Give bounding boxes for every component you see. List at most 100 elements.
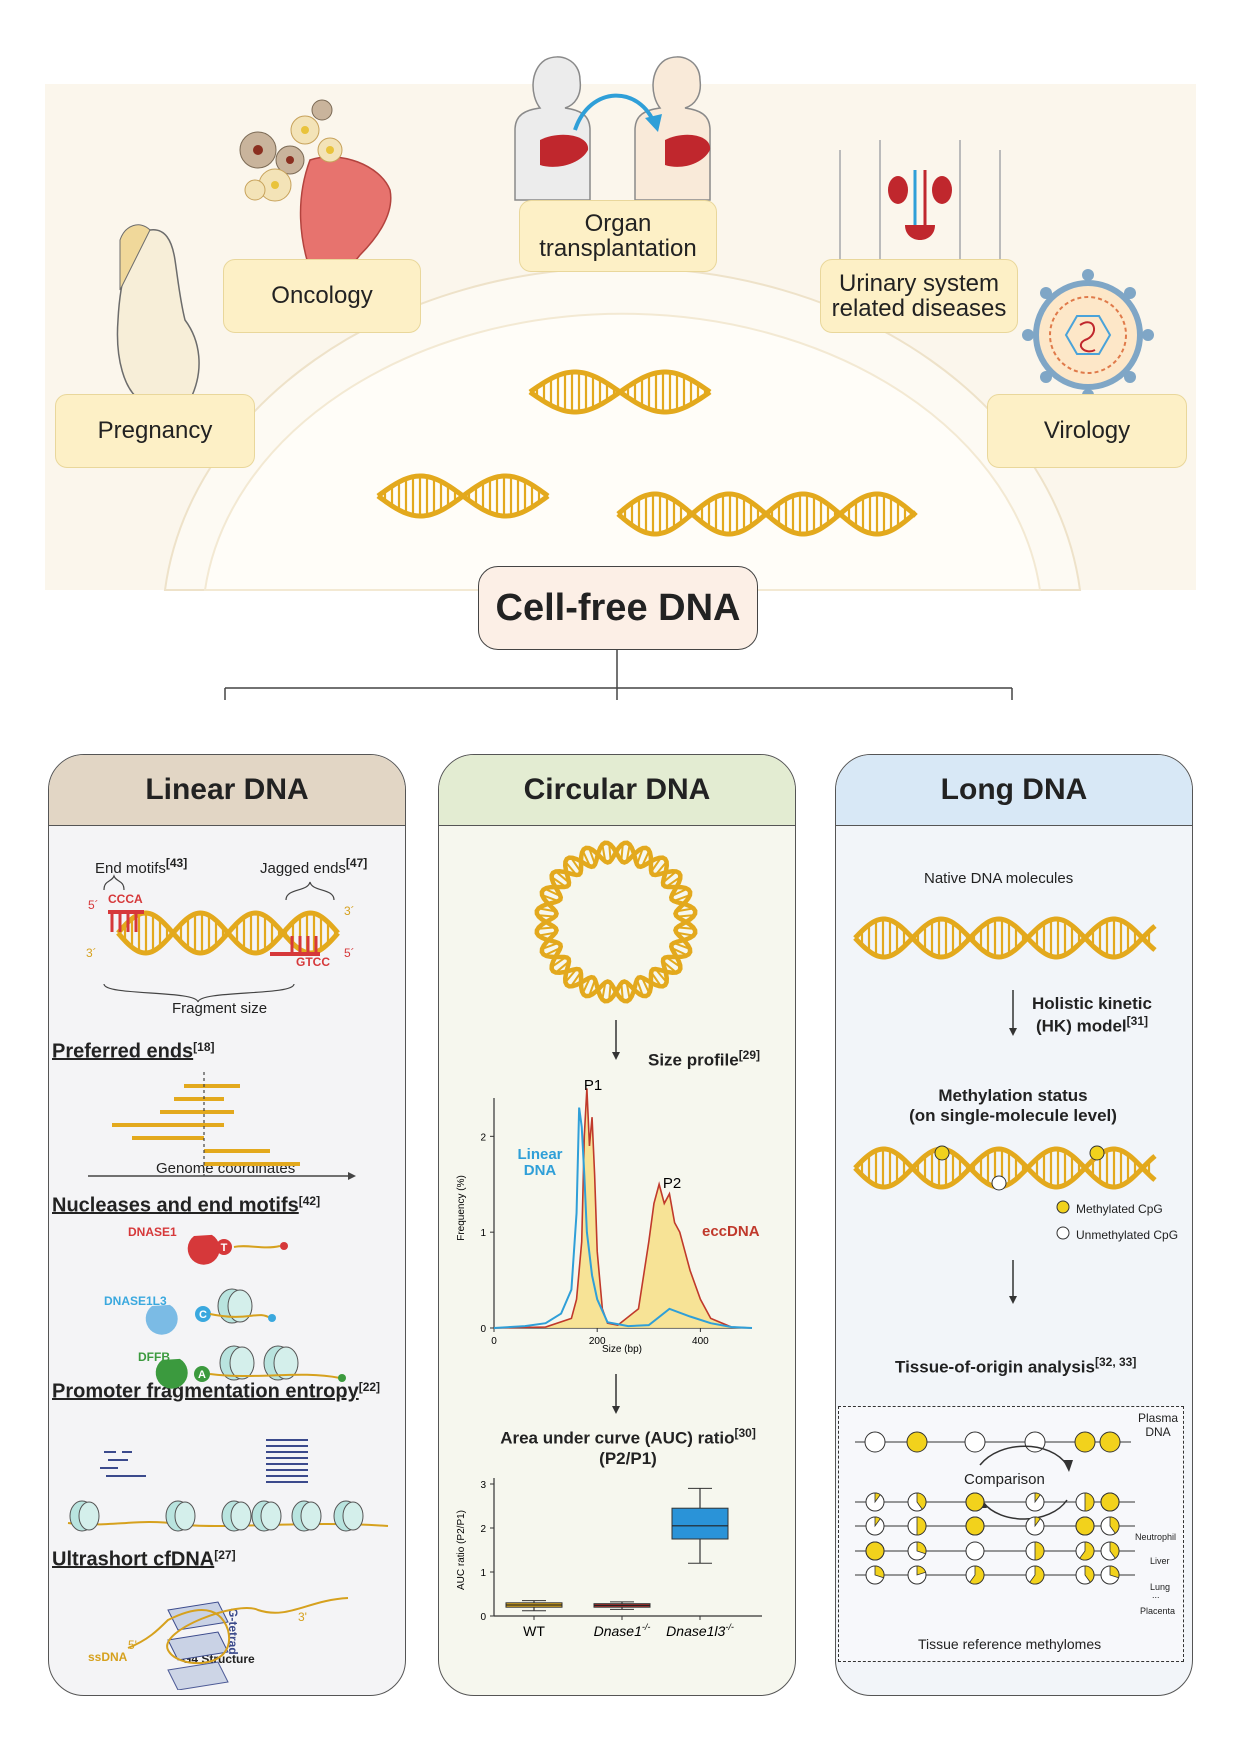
tissue-neutrophil: Neutrophil — [1135, 1532, 1177, 1542]
category-label: Organ transplantation — [539, 209, 697, 262]
dna-helix-3 — [616, 491, 918, 537]
linear-panel-graphics: T C A — [67, 874, 389, 1690]
box-ylabel: AUC ratio (P2/P1) — [456, 1510, 467, 1590]
eccdna-line — [493, 1088, 753, 1329]
ultrashort-heading: Ultrashort cfDNA[27] — [52, 1548, 236, 1571]
size-xlabel: Size (bp) — [602, 1344, 642, 1355]
eccdna-fill — [494, 1088, 752, 1328]
three-prime-label: 3´ — [344, 904, 355, 918]
methylation-glyph — [965, 1541, 985, 1561]
top-illustration — [116, 56, 1154, 700]
x-tick-label: 200 — [589, 1336, 606, 1347]
base-t-icon — [216, 1239, 232, 1255]
unmethylated-cpg-marker — [991, 1175, 1007, 1191]
dna-helix-2 — [376, 473, 550, 519]
category-virology: Virology — [987, 394, 1187, 468]
red-end-top — [108, 910, 144, 932]
category-label: Pregnancy — [97, 417, 213, 445]
y-tick-label: 1 — [480, 1228, 486, 1239]
unmethylated-legend-label: Unmethylated CpG — [1076, 1228, 1179, 1242]
base-c-icon — [195, 1306, 211, 1322]
tissue-ellipsis: ... — [1152, 1590, 1160, 1600]
comparison-label: Comparison — [964, 1471, 1045, 1488]
end-motif-brace — [103, 874, 125, 891]
peak-p2-label: P2 — [663, 1175, 681, 1192]
native-dna-helix — [853, 916, 1157, 960]
long-dna-header: Long DNA — [836, 755, 1192, 826]
methylated-legend-label: Methylated CpG — [1076, 1202, 1163, 1216]
motif-gtcc: GTCC — [296, 955, 330, 969]
dna-helix-1 — [528, 369, 712, 415]
x-tick-label: 0 — [491, 1336, 497, 1347]
category-pregnancy: Pregnancy — [55, 394, 255, 468]
y-tick-label: 0 — [480, 1324, 486, 1335]
category-label: Urinary system related diseases — [831, 269, 1007, 322]
box-axes — [493, 1478, 762, 1617]
dnase1-pacman-icon — [187, 1234, 220, 1265]
oncology-cells-icon — [239, 99, 392, 276]
category-oncology: Oncology — [223, 259, 421, 333]
methylated-cpg-marker — [1089, 1145, 1105, 1161]
tissue-lung: Lung — [1150, 1582, 1171, 1592]
base-a-icon — [194, 1366, 210, 1382]
y-tick-label: 0 — [480, 1612, 486, 1623]
nucleosome-icon — [263, 1345, 299, 1381]
hk-model-label: Holistic kinetic (HK) model[31] — [1032, 994, 1152, 1036]
g4-structure-icon — [127, 1597, 349, 1690]
base-c-label: C — [199, 1309, 207, 1321]
category-urinary: Urinary system related diseases — [820, 259, 1018, 333]
y-tick-label: 2 — [480, 1524, 486, 1535]
tissue-reference-label: Tissue reference methylomes — [918, 1636, 1102, 1652]
size-ylabel: Frequency (%) — [456, 1175, 467, 1241]
ssdna-label: ssDNA — [88, 1650, 128, 1664]
nuclease-dnase1: DNASE1 — [128, 1225, 177, 1239]
motif-ccca: CCCA — [108, 892, 143, 906]
legend-eccdna: eccDNA — [702, 1223, 760, 1240]
preferred-ends-plot — [112, 1084, 300, 1166]
tissue-liver: Liver — [1150, 1556, 1170, 1566]
g4-three-prime: 3' — [298, 1610, 307, 1624]
peak-p1-label: P1 — [584, 1077, 602, 1094]
nucleosome-icon — [217, 1288, 253, 1324]
long-panel-graphics — [853, 916, 1157, 1585]
nucleosome-icon — [219, 1345, 255, 1381]
circular-dna-icon — [534, 840, 698, 1004]
category-label: WT — [523, 1623, 545, 1639]
preferred-ends-heading: Preferred ends[18] — [52, 1040, 215, 1063]
methylation-status-label: Methylation status (on single-molecule l… — [909, 1086, 1117, 1125]
methylated-cpg-marker — [934, 1145, 950, 1161]
dffb-pacman-icon — [155, 1358, 188, 1389]
five-prime-label: 5´ — [88, 898, 99, 912]
fragment-size-brace — [103, 983, 295, 1003]
nuclease-dnase1l3: DNASE1L3 — [104, 1294, 167, 1308]
nucleosome-row — [69, 1500, 364, 1532]
promoter-entropy-heading: Promoter fragmentation entropy[22] — [52, 1380, 381, 1403]
x-tick-label: 400 — [692, 1336, 709, 1347]
size-axes — [493, 1098, 752, 1329]
auc-heading: Area under curve (AUC) ratio[30] (P2/P1) — [500, 1426, 756, 1468]
size-profile-heading: Size profile[29] — [648, 1048, 761, 1070]
tissue-placenta: Placenta — [1140, 1606, 1176, 1616]
jagged-ends-label: Jagged ends[47] — [260, 856, 368, 877]
tissue-reference-rows — [855, 1492, 1135, 1585]
virus-icon — [1022, 269, 1154, 401]
y-tick-label: 1 — [480, 1568, 486, 1579]
category-label: Dnase1l3-/- — [666, 1622, 734, 1639]
methylation-dna-helix — [853, 1146, 1157, 1190]
category-label: Oncology — [271, 282, 373, 310]
tissue-origin-box — [838, 1406, 1184, 1662]
circular-panel-graphics — [534, 840, 698, 1414]
fragment-size-label: Fragment size — [172, 1000, 268, 1017]
y-tick-label: 3 — [480, 1480, 486, 1491]
native-dna-label: Native DNA molecules — [924, 870, 1074, 887]
linear-dna-panel: Linear DNA — [48, 754, 406, 1696]
category-label: Virology — [1043, 417, 1131, 445]
linear-dna-line — [493, 1107, 753, 1329]
unmethylated-legend-icon — [1056, 1226, 1070, 1240]
organ-transplant-icon — [514, 56, 711, 201]
linear-dna-helix — [116, 910, 340, 956]
plasma-dna-row — [855, 1431, 1131, 1453]
